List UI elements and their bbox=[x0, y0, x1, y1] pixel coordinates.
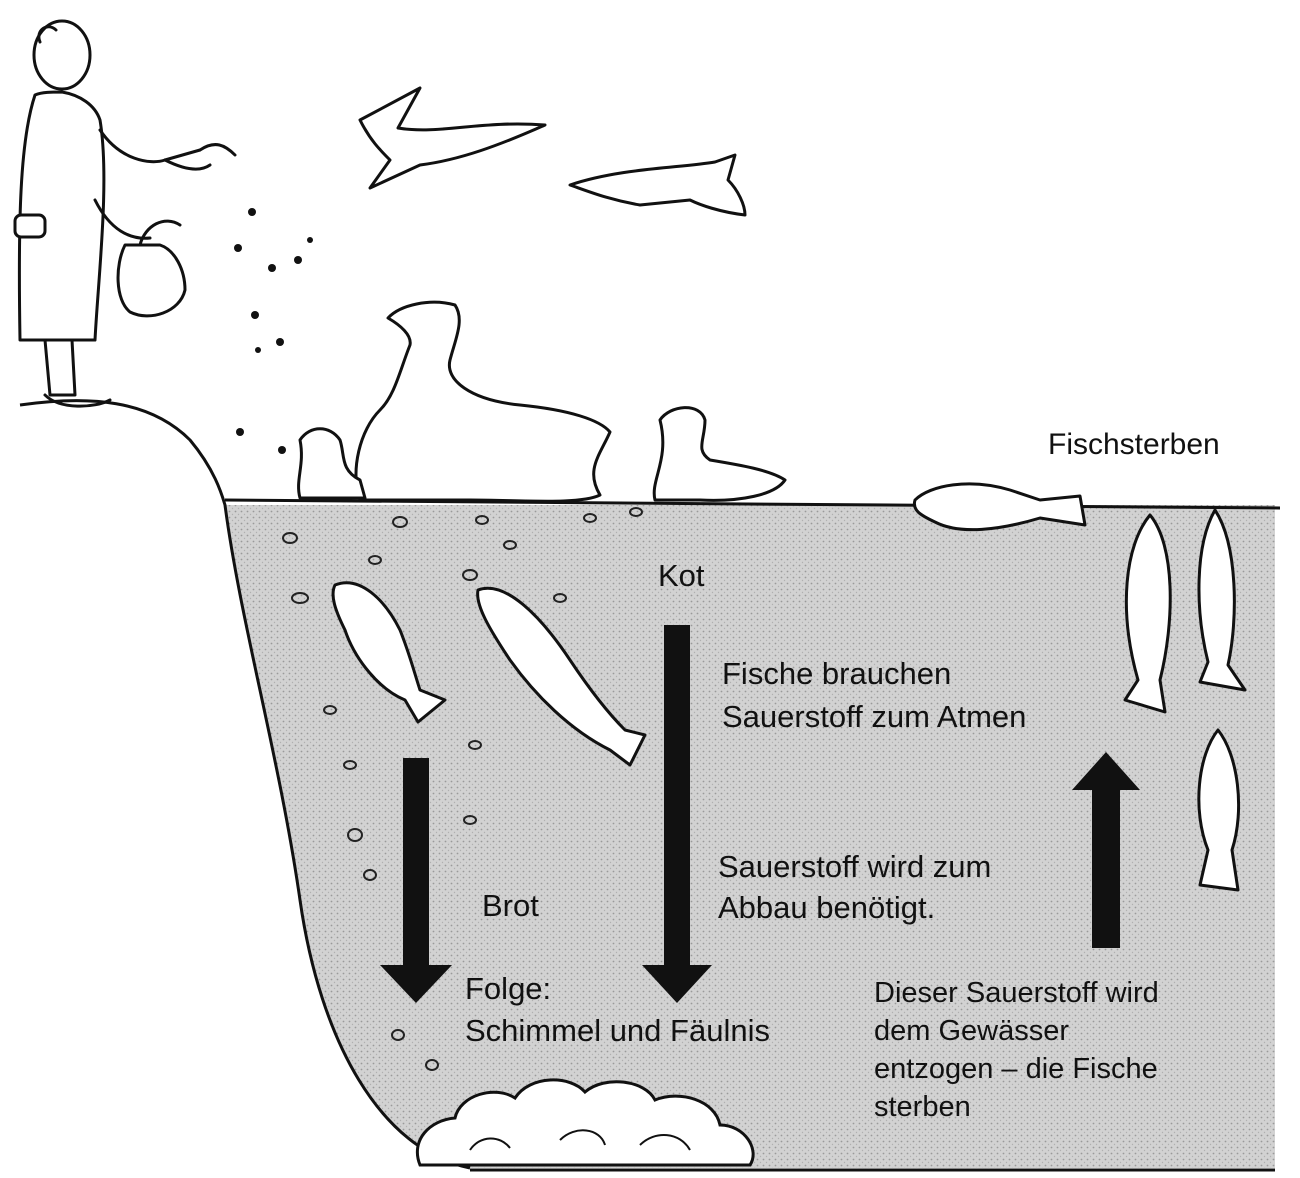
label-fish-die: Fischsterben bbox=[1048, 425, 1220, 465]
label-oxygen-needed: Sauerstoff wird zum Abbau benötigt. bbox=[718, 846, 991, 928]
label-consequence: Folge: Schimmel und Fäulnis bbox=[465, 968, 770, 1052]
label-kot: Kot bbox=[658, 556, 705, 596]
woman-feeding-figure bbox=[15, 21, 235, 406]
label-oxygen-withdrawn: Dieser Sauerstoff wird dem Gewässer entz… bbox=[874, 974, 1159, 1126]
seagull-birds bbox=[360, 88, 745, 215]
label-brot: Brot bbox=[482, 886, 539, 926]
label-fish-need-oxygen: Fische brauchen Sauerstoff zum Atmen bbox=[722, 652, 1026, 738]
bread-crumbs bbox=[234, 208, 313, 454]
swan-and-ducks bbox=[299, 302, 785, 501]
